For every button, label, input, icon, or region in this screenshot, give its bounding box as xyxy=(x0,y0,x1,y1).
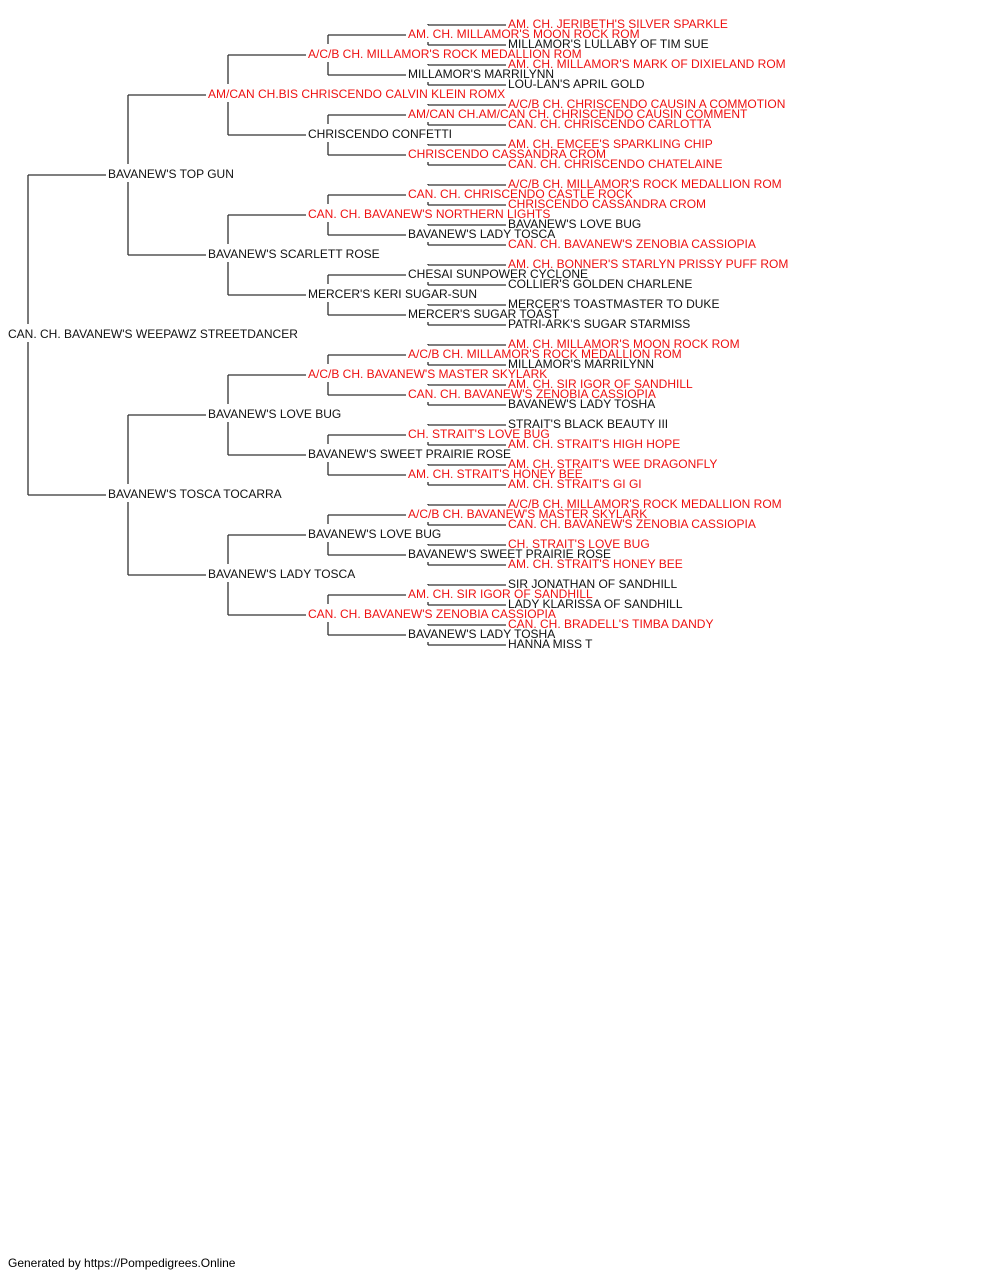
ancestor-name-gen5: CAN. CH. CHRISCENDO CARLOTTA xyxy=(508,117,711,131)
ancestor-name-gen4: AM. CH. SIR IGOR OF SANDHILL xyxy=(408,587,593,601)
ancestor-name-gen5: BAVANEW'S LADY TOSHA xyxy=(508,397,655,411)
ancestor-name-gen5: MILLAMOR'S LULLABY OF TIM SUE xyxy=(508,37,709,51)
ancestor-name-gen4: MILLAMOR'S MARRILYNN xyxy=(408,67,554,81)
ancestor-name-gen5: AM. CH. STRAIT'S GI GI xyxy=(508,477,642,491)
ancestor-name-gen5: BAVANEW'S LOVE BUG xyxy=(508,217,641,231)
ancestor-name-gen4: CH. STRAIT'S LOVE BUG xyxy=(408,427,550,441)
ancestor-name-gen4: A/C/B CH. BAVANEW'S MASTER SKYLARK xyxy=(408,507,647,521)
ancestor-name-gen5: AM. CH. MILLAMOR'S MARK OF DIXIELAND ROM xyxy=(508,57,786,71)
ancestor-name-gen2: BAVANEW'S LADY TOSCA xyxy=(208,567,355,581)
ancestor-name-gen3: CHRISCENDO CONFETTI xyxy=(308,127,452,141)
ancestor-name-gen5: CH. STRAIT'S LOVE BUG xyxy=(508,537,650,551)
ancestor-name-gen4: CHESAI SUNPOWER CYCLONE xyxy=(408,267,588,281)
ancestor-name-gen3: MERCER'S KERI SUGAR-SUN xyxy=(308,287,477,301)
ancestor-name-gen5: STRAIT'S BLACK BEAUTY III xyxy=(508,417,668,431)
ancestor-name-gen4: CAN. CH. BAVANEW'S ZENOBIA CASSIOPIA xyxy=(408,387,656,401)
ancestor-name-gen3: A/C/B CH. BAVANEW'S MASTER SKYLARK xyxy=(308,367,547,381)
ancestor-name-gen4: AM/CAN CH.AM/CAN CH. CHRISCENDO CAUSIN C… xyxy=(408,107,748,121)
ancestor-name-gen2: BAVANEW'S SCARLETT ROSE xyxy=(208,247,380,261)
ancestor-name-gen5: AM. CH. STRAIT'S HIGH HOPE xyxy=(508,437,680,451)
ancestor-name-gen4: BAVANEW'S LADY TOSCA xyxy=(408,227,555,241)
ancestor-name-gen4: BAVANEW'S SWEET PRAIRIE ROSE xyxy=(408,547,611,561)
ancestor-name-gen5: AM. CH. SIR IGOR OF SANDHILL xyxy=(508,377,693,391)
ancestor-name-gen5: CAN. CH. CHRISCENDO CHATELAINE xyxy=(508,157,722,171)
ancestor-name-gen2: BAVANEW'S LOVE BUG xyxy=(208,407,341,421)
ancestor-name-gen5: A/C/B CH. CHRISCENDO CAUSIN A COMMOTION xyxy=(508,97,785,111)
ancestor-name-gen3: CAN. CH. BAVANEW'S ZENOBIA CASSIOPIA xyxy=(308,607,556,621)
ancestor-name-gen3: BAVANEW'S SWEET PRAIRIE ROSE xyxy=(308,447,511,461)
ancestor-name-gen5: HANNA MISS T xyxy=(508,637,593,651)
ancestor-name-gen3: CAN. CH. BAVANEW'S NORTHERN LIGHTS xyxy=(308,207,550,221)
ancestor-name-gen5: A/C/B CH. MILLAMOR'S ROCK MEDALLION ROM xyxy=(508,497,782,511)
ancestor-name-gen5: SIR JONATHAN OF SANDHILL xyxy=(508,577,677,591)
ancestor-name-gen4: AM. CH. STRAIT'S HONEY BEE xyxy=(408,467,583,481)
ancestor-name-gen2: AM/CAN CH.BIS CHRISCENDO CALVIN KLEIN RO… xyxy=(208,87,505,101)
ancestor-name-gen5: LOU-LAN'S APRIL GOLD xyxy=(508,77,645,91)
ancestor-name-gen5: MILLAMOR'S MARRILYNN xyxy=(508,357,654,371)
ancestor-name-gen5: A/C/B CH. MILLAMOR'S ROCK MEDALLION ROM xyxy=(508,177,782,191)
subject-dog-name: CAN. CH. BAVANEW'S WEEPAWZ STREETDANCER xyxy=(8,327,298,341)
ancestor-name-gen4: AM. CH. MILLAMOR'S MOON ROCK ROM xyxy=(408,27,640,41)
ancestor-name-gen5: AM. CH. EMCEE'S SPARKLING CHIP xyxy=(508,137,713,151)
ancestor-name-gen5: PATRI-ARK'S SUGAR STARMISS xyxy=(508,317,690,331)
ancestor-name-gen3: BAVANEW'S LOVE BUG xyxy=(308,527,441,541)
ancestor-name-gen5: LADY KLARISSA OF SANDHILL xyxy=(508,597,683,611)
ancestor-name-gen5: MERCER'S TOASTMASTER TO DUKE xyxy=(508,297,719,311)
ancestor-name-gen5: CAN. CH. BAVANEW'S ZENOBIA CASSIOPIA xyxy=(508,237,756,251)
ancestor-name-gen5: CAN. CH. BRADELL'S TIMBA DANDY xyxy=(508,617,713,631)
ancestor-name-gen5: CHRISCENDO CASSANDRA CROM xyxy=(508,197,706,211)
footer-credit: Generated by https://Pompedigrees.Online xyxy=(8,1256,236,1270)
ancestor-name-gen5: AM. CH. STRAIT'S WEE DRAGONFLY xyxy=(508,457,717,471)
ancestor-name-gen5: AM. CH. JERIBETH'S SILVER SPARKLE xyxy=(508,17,728,31)
ancestor-name-gen5: CAN. CH. BAVANEW'S ZENOBIA CASSIOPIA xyxy=(508,517,756,531)
ancestor-name-gen3: A/C/B CH. MILLAMOR'S ROCK MEDALLION ROM xyxy=(308,47,582,61)
ancestor-name-gen4: MERCER'S SUGAR TOAST xyxy=(408,307,560,321)
ancestor-name-gen5: AM. CH. MILLAMOR'S MOON ROCK ROM xyxy=(508,337,740,351)
ancestor-name-gen4: CHRISCENDO CASSANDRA CROM xyxy=(408,147,606,161)
ancestor-name-gen5: AM. CH. STRAIT'S HONEY BEE xyxy=(508,557,683,571)
ancestor-name-gen5: COLLIER'S GOLDEN CHARLENE xyxy=(508,277,692,291)
ancestor-name-gen1: BAVANEW'S TOSCA TOCARRA xyxy=(108,487,282,501)
ancestor-name-gen1: BAVANEW'S TOP GUN xyxy=(108,167,234,181)
ancestor-name-gen4: A/C/B CH. MILLAMOR'S ROCK MEDALLION ROM xyxy=(408,347,682,361)
ancestor-name-gen4: CAN. CH. CHRISCENDO CASTLE ROCK xyxy=(408,187,633,201)
ancestor-name-gen5: AM. CH. BONNER'S STARLYN PRISSY PUFF ROM xyxy=(508,257,788,271)
ancestor-name-gen4: BAVANEW'S LADY TOSHA xyxy=(408,627,555,641)
